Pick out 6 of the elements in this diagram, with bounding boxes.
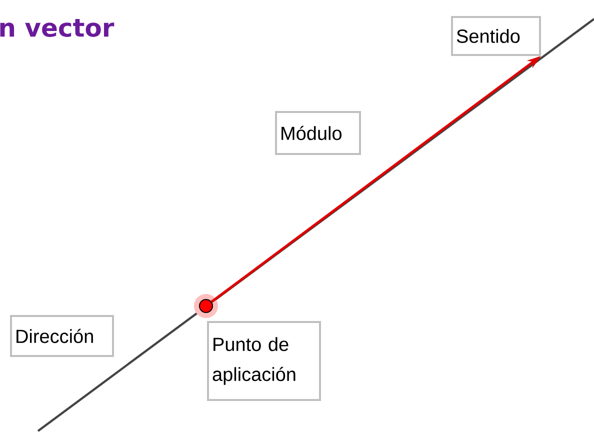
label-box: Sentido: [451, 16, 541, 56]
title: n vector: [0, 19, 114, 37]
label-box: Dirección: [10, 315, 114, 357]
point-marker: [194, 294, 218, 318]
label-box: Módulo: [275, 111, 361, 155]
label-box: Punto de aplicación: [207, 321, 321, 401]
